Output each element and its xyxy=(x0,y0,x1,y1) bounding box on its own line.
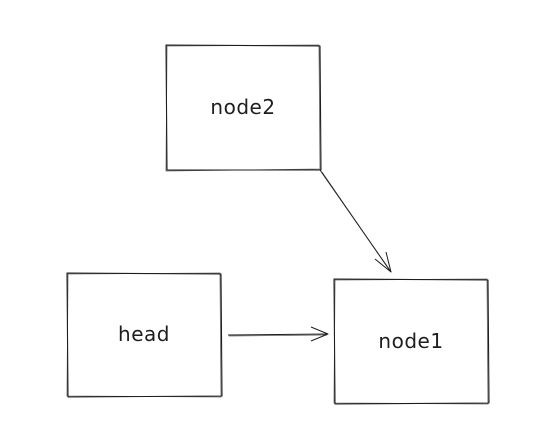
node-box-node1[interactable]: node1 xyxy=(333,278,490,405)
node-box-head[interactable]: head xyxy=(66,272,223,398)
edge-node2-to-node1 xyxy=(319,169,392,273)
node-box-node2[interactable]: node2 xyxy=(165,44,322,172)
node-label-node2: node2 xyxy=(210,95,275,119)
edge-head-to-node1 xyxy=(227,326,329,342)
node-label-head: head xyxy=(118,322,170,346)
node-label-node1: node1 xyxy=(378,329,443,353)
